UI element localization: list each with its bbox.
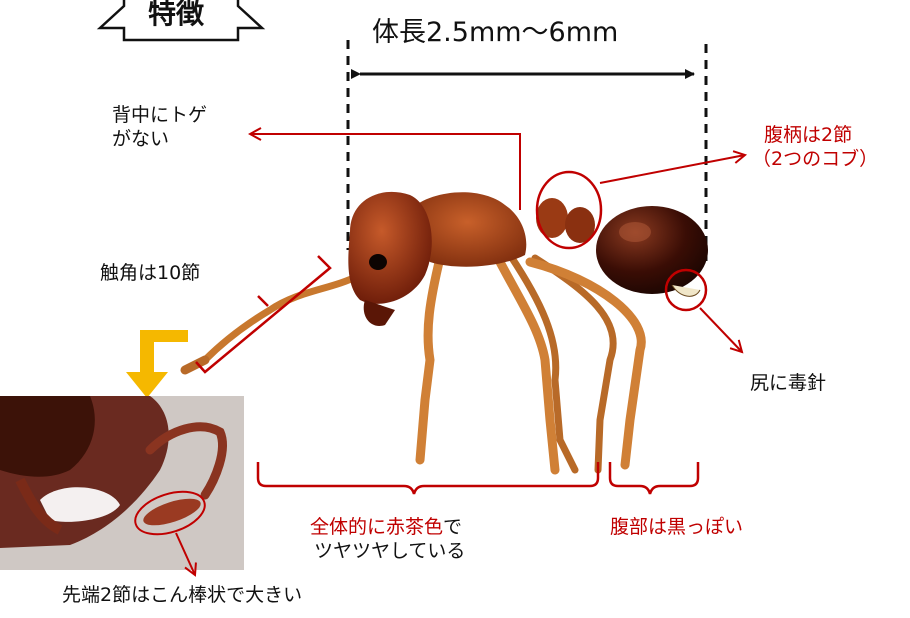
antenna-closeup-photo xyxy=(0,396,244,575)
antenna-label: 触角は10節 xyxy=(100,262,201,284)
no-spine-line1: 背中にトゲ xyxy=(112,104,208,126)
shiny-text: ツヤツヤしている xyxy=(314,539,466,562)
petiole-label: 腹柄は2節 （2つのコブ） xyxy=(752,124,878,172)
club-label: 先端2節はこん棒状で大きい xyxy=(62,584,303,606)
ant-illustration xyxy=(180,191,708,475)
stinger-label: 尻に毒針 xyxy=(750,372,827,394)
body-length-dimension xyxy=(346,40,708,262)
color-label: 全体的に赤茶色で ツヤツヤしている xyxy=(310,516,465,564)
orange-down-arrow-icon xyxy=(126,330,188,398)
body-length-label: 体長2.5mm〜6mm xyxy=(372,17,619,48)
callouts xyxy=(195,134,745,495)
no-spine-line2: がない xyxy=(112,127,170,150)
title-box xyxy=(96,0,266,42)
color-red-text: 全体的に赤茶色 xyxy=(310,516,444,538)
petiole-line2: （2つのコブ） xyxy=(752,147,879,170)
page-title: 特徴 xyxy=(148,0,205,30)
no-spine-label: 背中にトゲ がない xyxy=(112,104,207,152)
abdomen-label: 腹部は黒っぽい xyxy=(610,516,744,538)
petiole-line1: 腹柄は2節 xyxy=(764,124,853,146)
color-rest-text: で xyxy=(443,516,463,538)
